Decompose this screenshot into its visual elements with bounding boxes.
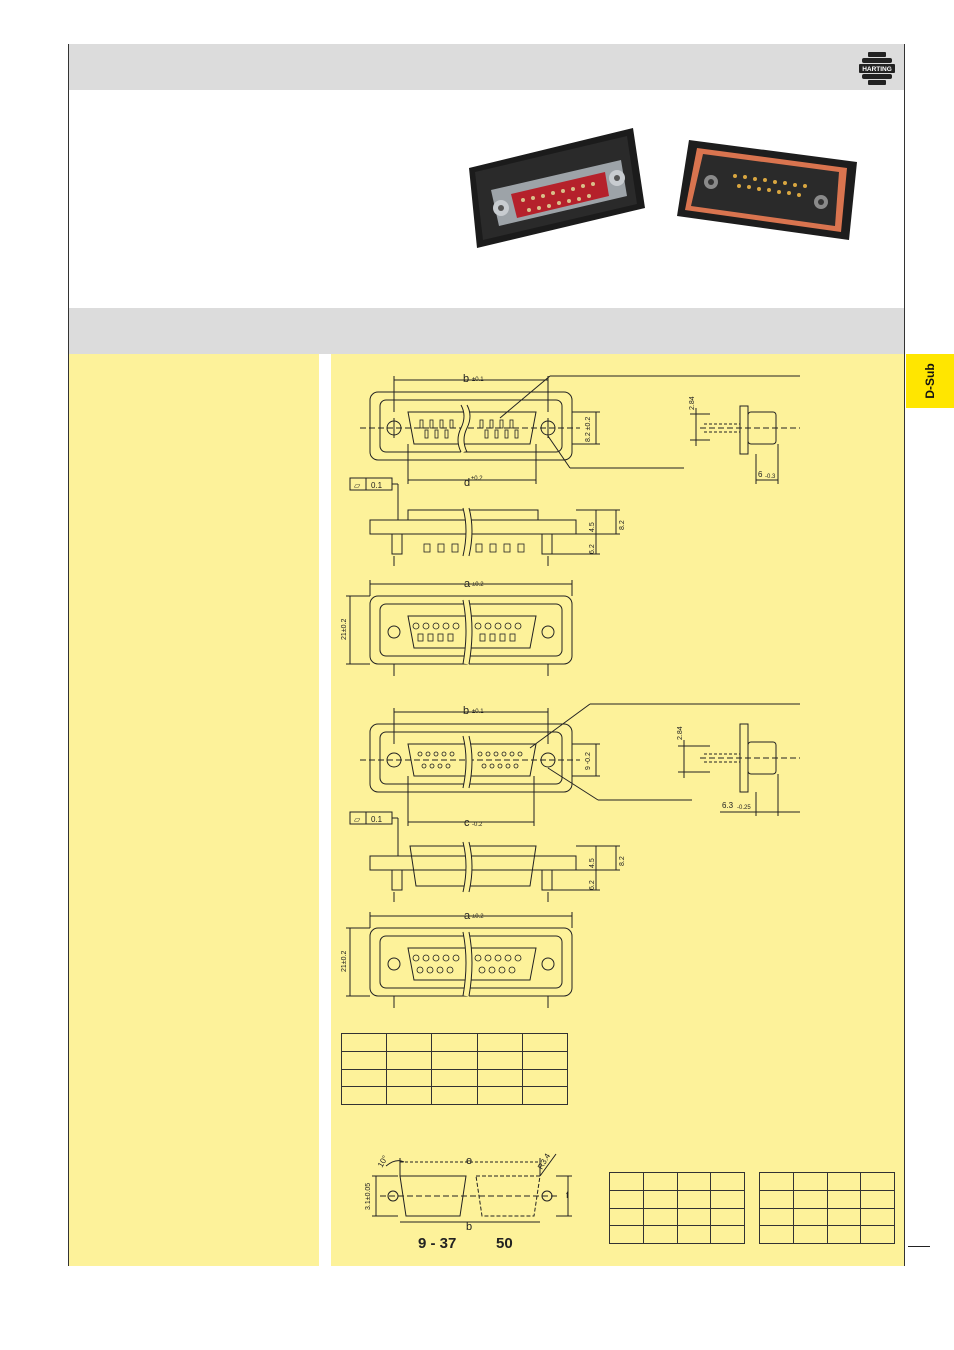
cutout-table-2 [759,1172,895,1244]
d2-dim-right-c: 6.2 [589,880,596,890]
d2-dim-right-b: 8.2 [619,856,626,866]
d2-dim-height: 9 -0.2 [585,752,592,770]
d2-dim-b-tol: ±0.1 [472,709,484,715]
d2-dim-c-tol: -0.2 [472,822,483,828]
d1-dim-left: 21±0.2 [341,619,348,640]
d1-dim-b-tol: ±0.1 [472,377,484,383]
d1-dim-d: d [464,477,470,489]
frame-left-rule [68,44,69,1266]
logo-text: HARTING [862,66,892,73]
panel-gap [319,354,331,1266]
cutout-dim-e: e [466,1155,472,1167]
dimension-table-1 [340,1033,569,1105]
d1-dim-d-tol: ±0.2 [471,476,483,482]
side-tab-dsub[interactable]: D-Sub [906,354,954,408]
harting-logo: HARTING [859,52,895,85]
d2-dim-right-a: 4.5 [589,858,596,868]
drawing1-middle-view [349,477,620,566]
d2-dim-side-h: 2.84 [677,726,684,740]
cutout-series-b: 50 [496,1235,513,1252]
drawing2-side-view [678,723,800,816]
panel-cutout-drawing [372,1153,572,1223]
cutout-radius: R3.4 [536,1151,553,1171]
d2-flatness-value: 0.1 [371,815,383,824]
drawing-panel [331,354,904,1266]
drawing2-front-view [360,703,800,826]
d2-dim-side-w: 6.3 [722,801,734,810]
d2-dim-b: b [463,705,469,717]
d2-dim-a: a [464,910,471,922]
d1-dim-right-c: 6.2 [589,544,596,554]
d2-dim-side-w-tol: -0.25 [737,805,751,811]
d1-dim-a-tol: ±0.2 [472,582,484,588]
side-tab-label: D-Sub [923,363,937,399]
drawing2-middle-view [349,811,620,902]
technical-drawings: b ±0.1 8.2 ±0.2 2.84 6 -0.3 ▱ 0.1 d ±0.2… [341,373,800,1233]
d1-dim-side-h: 2.84 [689,396,696,410]
left-text-panel [69,354,319,1266]
drawing2-rear-view [346,912,573,1008]
cutout-angle: 10° [376,1154,390,1169]
cutout-table-1 [609,1172,745,1244]
drawing1-rear-view [346,580,573,676]
d1-flatness-symbol: ▱ [354,481,361,490]
product-photo-area [69,90,904,308]
page-header [69,44,904,90]
d2-dim-a-tol: ±0.2 [472,914,484,920]
cutout-dim-left: 3.1±0.05 [365,1183,372,1210]
male-connector-photo [469,128,645,248]
d1-dim-a: a [464,578,471,590]
d2-flatness-symbol: ▱ [354,815,361,824]
d2-dim-c: c [464,817,470,829]
frame-right-rule [904,44,905,1266]
d1-dim-height: 8.2 ±0.2 [585,417,592,442]
d1-dim-side-w-tol: -0.3 [765,474,776,480]
d1-flatness-value: 0.1 [371,481,383,490]
female-connector-photo [677,140,857,240]
page-number-rule [908,1246,930,1247]
drawing1-front-view [360,375,800,484]
section-header-band [69,308,904,354]
d1-dim-right-a: 4.5 [589,522,596,532]
drawing1-side-view [690,405,800,484]
d1-dim-b: b [463,373,469,385]
cutout-dim-b: b [466,1221,472,1233]
d1-dim-side-w: 6 [758,470,763,479]
d2-dim-left: 21±0.2 [341,951,348,972]
cutout-series-a: 9 - 37 [418,1235,457,1252]
cutout-dim-f: f [566,1190,569,1200]
d1-dim-right-b: 8.2 [619,520,626,530]
